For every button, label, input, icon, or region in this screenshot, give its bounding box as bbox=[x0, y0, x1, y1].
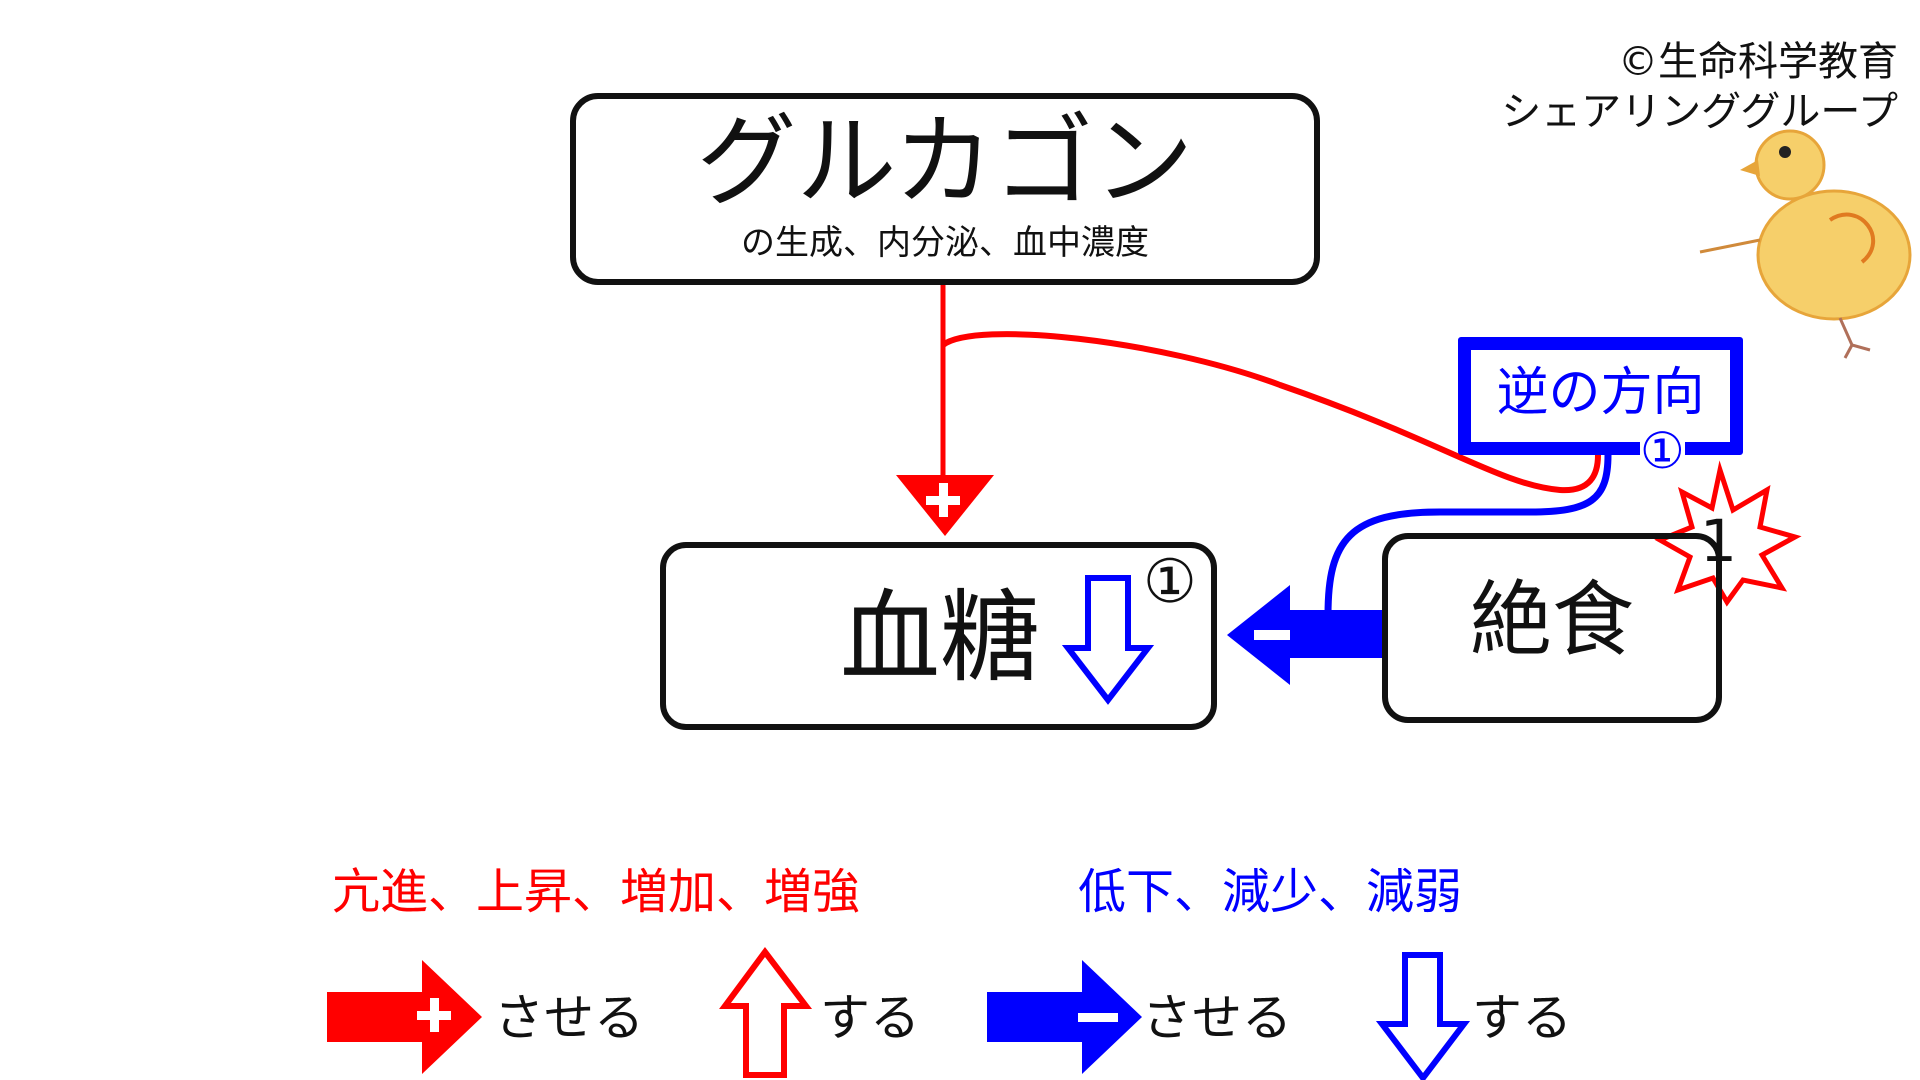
copyright-line-2: シェアリンググループ bbox=[1501, 89, 1898, 135]
fasting-box bbox=[1382, 533, 1722, 723]
reverse-direction-title: 逆の方向 bbox=[1496, 363, 1705, 423]
legend-decrease-text: 低下、減少、減弱 bbox=[1078, 864, 1463, 920]
minus-arrow-shaft bbox=[1290, 610, 1384, 658]
plus-sign-v bbox=[939, 483, 948, 517]
legend-increase-text: 亢進、上昇、増加、増強 bbox=[332, 864, 861, 920]
legend-minus-arrow bbox=[987, 960, 1142, 1074]
starburst-shape bbox=[1654, 460, 1802, 607]
starburst-label: 1 bbox=[1700, 507, 1737, 575]
bloodsugar-marker: ① bbox=[1143, 547, 1197, 617]
bloodsugar-down-arrow bbox=[1061, 575, 1155, 705]
legend-plus-arrow bbox=[327, 960, 482, 1074]
legend-plus-v bbox=[430, 998, 439, 1032]
copyright-line-1: ©生命科学教育 bbox=[1618, 39, 1898, 85]
glucagon-title: グルカゴン bbox=[696, 103, 1194, 220]
legend-down-label: する bbox=[1472, 989, 1572, 1047]
bloodsugar-title: 血糖 bbox=[840, 579, 1040, 696]
minus-sign bbox=[1254, 630, 1290, 640]
glucagon-subtitle: の生成、内分泌、血中濃度 bbox=[741, 223, 1149, 263]
legend-minus-label: させる bbox=[1142, 989, 1292, 1047]
legend-plus-label: させる bbox=[494, 989, 644, 1047]
glucagon-to-reverse-curve bbox=[941, 331, 1601, 494]
reverse-direction-box bbox=[1458, 337, 1743, 455]
legend-minus-sign bbox=[1078, 1013, 1118, 1022]
reverse-to-minus-curve bbox=[1324, 454, 1612, 616]
legend-up-arrow bbox=[719, 946, 813, 1078]
legend-down-arrow bbox=[1375, 952, 1471, 1080]
bloodsugar-box bbox=[660, 542, 1217, 730]
reverse-direction-marker: ① bbox=[1640, 422, 1685, 480]
glucagon-box bbox=[570, 93, 1320, 285]
chick-illustration bbox=[1699, 129, 1912, 359]
fasting-title: 絶食 bbox=[1469, 573, 1634, 668]
legend-up-label: する bbox=[820, 989, 920, 1047]
